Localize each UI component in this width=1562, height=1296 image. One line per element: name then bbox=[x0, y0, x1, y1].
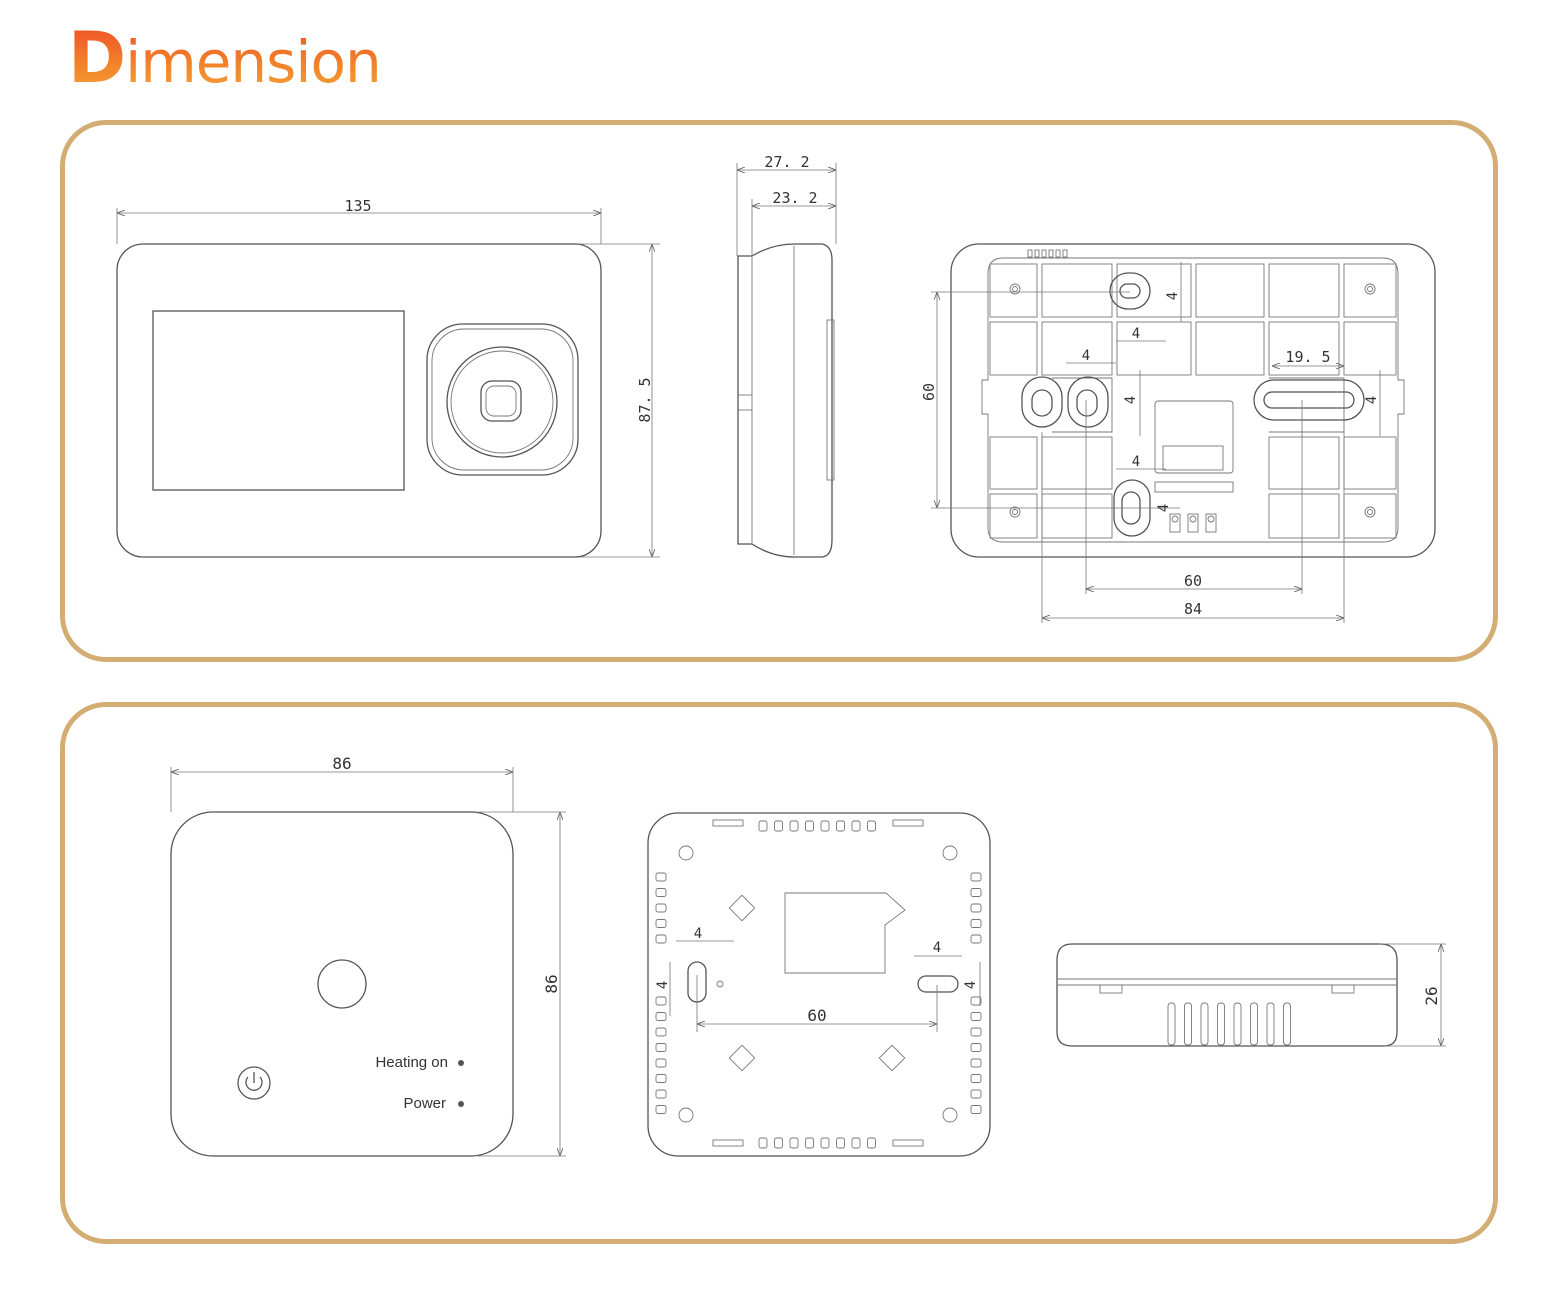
led-label-heating: Heating on bbox=[375, 1054, 448, 1071]
vent-slot bbox=[970, 888, 982, 897]
receiver-width-label: 86 bbox=[332, 754, 351, 773]
vent-slot bbox=[655, 996, 667, 1006]
receiver-back-view: 60 4 4 4 4 bbox=[647, 812, 991, 1157]
vent-slot bbox=[970, 1012, 982, 1021]
vent-slot bbox=[655, 1027, 667, 1037]
back-slot-length-label: 19. 5 bbox=[1285, 348, 1330, 366]
vent-slot bbox=[1266, 1002, 1275, 1046]
thermostat-front-view: 135 87. 5 bbox=[116, 197, 660, 558]
vent-slot bbox=[1283, 1002, 1291, 1046]
receiver-height-label: 86 bbox=[542, 974, 561, 993]
receiver-front-view: Heating on Power 86 86 bbox=[170, 754, 566, 1157]
vent-slot bbox=[970, 1105, 982, 1114]
back-hole-spacing-label: 60 bbox=[1184, 572, 1202, 590]
receiver-side-height-label: 26 bbox=[1422, 986, 1441, 1005]
vent-slot bbox=[970, 934, 982, 944]
vent-slot bbox=[655, 1012, 667, 1021]
back-height-label: 60 bbox=[920, 383, 938, 401]
side-depth-inner-label: 23. 2 bbox=[772, 189, 817, 207]
vent-slot bbox=[774, 820, 783, 832]
power-icon bbox=[245, 1076, 263, 1091]
back-slot-dim-6: 4 bbox=[1132, 454, 1140, 470]
vent-slot bbox=[655, 903, 667, 913]
vent-slot bbox=[789, 820, 799, 832]
vent-slot bbox=[655, 1105, 667, 1114]
back-slot-dim-5: 4 bbox=[1364, 396, 1380, 404]
vent-slot bbox=[970, 872, 982, 882]
vent-slot bbox=[851, 820, 861, 832]
vent-slot bbox=[867, 1137, 876, 1149]
vent-slot bbox=[851, 1137, 861, 1149]
vent-slot bbox=[758, 820, 768, 832]
vent-slot bbox=[836, 1137, 845, 1149]
vent-slot bbox=[970, 919, 982, 928]
vent-slot bbox=[789, 1137, 799, 1149]
back-slot-dim-4: 4 bbox=[1123, 396, 1139, 404]
vent-slot bbox=[1184, 1002, 1192, 1046]
vent-slot bbox=[970, 1043, 982, 1052]
vent-slot bbox=[970, 903, 982, 913]
panel-receiver bbox=[60, 702, 1498, 1244]
vent-slot bbox=[836, 820, 845, 832]
vent-slot bbox=[655, 934, 667, 944]
vent-slot bbox=[805, 1137, 814, 1149]
vent-slot bbox=[655, 1058, 667, 1068]
receiver-side-view: 26 bbox=[1056, 943, 1446, 1047]
vent-slot bbox=[820, 820, 830, 832]
back-slot-dim-3: 4 bbox=[1082, 348, 1090, 364]
back-slot-dim-2: 4 bbox=[1132, 326, 1140, 342]
vent-slot bbox=[758, 1137, 768, 1149]
front-width-label: 135 bbox=[344, 197, 371, 215]
receiver-back-spacing-label: 60 bbox=[807, 1006, 826, 1025]
thermostat-side-view: 27. 2 23. 2 bbox=[736, 153, 837, 558]
vent-slot bbox=[655, 1074, 667, 1083]
vent-slot bbox=[1217, 1002, 1225, 1046]
vent-slot bbox=[655, 888, 667, 897]
vent-slot bbox=[970, 996, 982, 1006]
back-slot-dim-7: 4 bbox=[1156, 504, 1172, 512]
vent-slot bbox=[1167, 1002, 1176, 1046]
back-outer-spacing-label: 84 bbox=[1184, 600, 1202, 618]
vent-slot bbox=[1233, 1002, 1242, 1046]
back-slot-dim-1: 4 bbox=[1165, 292, 1181, 300]
vent-slot bbox=[970, 1027, 982, 1037]
thermostat-back-view: 60 60 84 19. 5 4 4 4 4 4 4 4 4 bbox=[920, 243, 1436, 623]
receiver-slot-dim-4: 4 bbox=[963, 981, 979, 989]
receiver-slot-dim-1: 4 bbox=[694, 926, 702, 942]
led-label-power: Power bbox=[403, 1095, 446, 1112]
vent-slot bbox=[805, 820, 814, 832]
vent-slot bbox=[655, 1043, 667, 1052]
vent-slot bbox=[1200, 1002, 1209, 1046]
back-slot-dim-8: 4 bbox=[1142, 281, 1143, 283]
vent-slot bbox=[655, 1089, 667, 1099]
vent-slot bbox=[655, 872, 667, 882]
side-depth-outer-label: 27. 2 bbox=[764, 153, 809, 171]
vent-slot bbox=[820, 1137, 830, 1149]
vent-slot bbox=[655, 919, 667, 928]
front-height-label: 87. 5 bbox=[636, 377, 654, 422]
panel-thermostat bbox=[60, 120, 1498, 662]
vent-slot bbox=[867, 820, 876, 832]
vent-slot bbox=[970, 1074, 982, 1083]
receiver-slot-dim-2: 4 bbox=[655, 981, 671, 989]
receiver-slot-dim-3: 4 bbox=[933, 940, 941, 956]
vent-slot bbox=[970, 1089, 982, 1099]
vent-slot bbox=[970, 1058, 982, 1068]
vent-slot bbox=[1250, 1002, 1258, 1046]
vent-slot bbox=[774, 1137, 783, 1149]
